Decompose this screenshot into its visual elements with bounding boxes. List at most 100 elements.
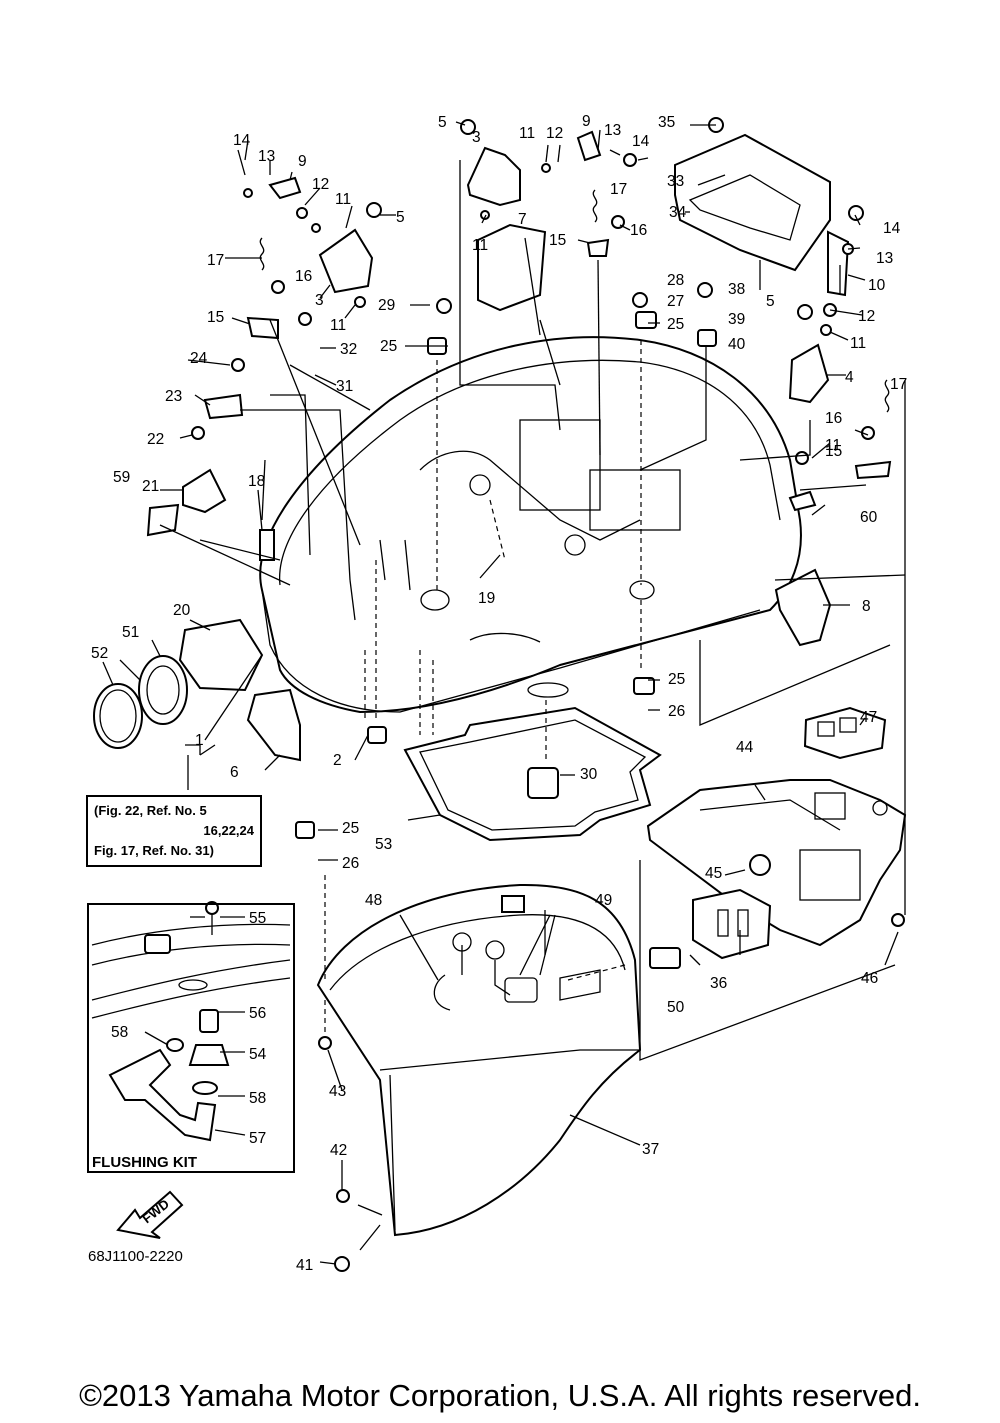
callout-32: 32 [340, 341, 357, 358]
callout-43: 43 [329, 1083, 346, 1100]
callout-10: 10 [868, 277, 886, 294]
callout-22: 22 [147, 431, 164, 448]
callout-15: 15 [825, 443, 842, 460]
callout-48: 48 [365, 892, 382, 909]
callout-16: 16 [630, 222, 647, 239]
callout-30: 30 [580, 766, 598, 783]
callout-17: 17 [610, 181, 627, 198]
callout-26: 26 [342, 855, 359, 872]
callout-23: 23 [165, 388, 182, 405]
callout-25: 25 [380, 338, 397, 355]
callout-16: 16 [295, 268, 312, 285]
callout-5: 5 [438, 114, 447, 131]
callout-labels: 1 2 3 3 4 5 5 5 6 7 8 9 9 10 11 11 11 11… [91, 113, 907, 1274]
callout-11: 11 [825, 437, 841, 454]
callout-11: 11 [850, 335, 866, 352]
callout-14: 14 [632, 133, 650, 150]
callout-5: 5 [766, 293, 775, 310]
callout-11: 11 [519, 125, 535, 142]
callout-5: 5 [396, 209, 405, 226]
callout-50: 50 [667, 999, 685, 1016]
callout-13: 13 [258, 148, 275, 165]
callout-44: 44 [736, 739, 754, 756]
callout-1: 1 [195, 732, 204, 749]
callout-36: 36 [710, 975, 727, 992]
callout-54: 54 [249, 1046, 267, 1063]
callout-12: 12 [546, 125, 563, 142]
callout-25: 25 [667, 316, 684, 333]
callout-11: 11 [330, 317, 346, 334]
callout-52: 52 [91, 645, 108, 662]
callout-2: 2 [333, 752, 342, 769]
callout-55: 55 [249, 910, 266, 927]
reference-note-line: (Fig. 22, Ref. No. 5 [94, 803, 207, 818]
callout-4: 4 [845, 369, 854, 386]
callout-9: 9 [582, 113, 591, 130]
callout-47: 47 [860, 709, 877, 726]
callout-60: 60 [860, 509, 878, 526]
callout-29: 29 [378, 297, 395, 314]
callout-45: 45 [705, 865, 722, 882]
callout-41: 41 [296, 1257, 313, 1274]
callout-42: 42 [330, 1142, 347, 1159]
callout-17: 17 [207, 252, 224, 269]
callout-19: 19 [478, 590, 495, 607]
callout-20: 20 [173, 602, 191, 619]
callout-40: 40 [728, 336, 746, 353]
callout-6: 6 [230, 764, 239, 781]
bracket-44 [646, 706, 907, 969]
callout-13: 13 [876, 250, 893, 267]
callout-33: 33 [667, 173, 684, 190]
callout-12: 12 [858, 308, 875, 325]
reference-note-line: 16,22,24 [203, 823, 254, 838]
callout-9: 9 [298, 153, 307, 170]
callout-8: 8 [862, 598, 871, 615]
callout-26: 26 [668, 703, 685, 720]
callout-57: 57 [249, 1130, 266, 1147]
callout-25: 25 [342, 820, 359, 837]
callout-14: 14 [233, 132, 251, 149]
cover-plate-34 [674, 133, 831, 272]
callout-59: 59 [113, 469, 130, 486]
diagram-code: 68J1100-2220 [88, 1248, 183, 1265]
gasket-53 [403, 706, 662, 842]
callout-37: 37 [642, 1141, 659, 1158]
callout-12: 12 [312, 176, 329, 193]
dashed-lines [324, 340, 642, 1035]
callout-13: 13 [604, 122, 621, 139]
callout-25: 25 [668, 671, 685, 688]
reference-note-line: Fig. 17, Ref. No. 31) [94, 843, 214, 858]
callout-34: 34 [669, 204, 687, 221]
callout-11: 11 [335, 191, 351, 208]
callout-24: 24 [190, 350, 208, 367]
flushing-kit-title: FLUSHING KIT [92, 1154, 197, 1171]
callout-16: 16 [825, 410, 842, 427]
callout-7: 7 [518, 211, 527, 228]
small-parts [93, 117, 905, 1272]
callout-17: 17 [890, 376, 907, 393]
callout-46: 46 [861, 970, 878, 987]
leader-lines [102, 121, 906, 1265]
callout-14: 14 [883, 220, 901, 237]
fwd-arrow: FWD [116, 1190, 184, 1239]
bottom-cowling [259, 336, 802, 714]
callout-51: 51 [122, 624, 139, 641]
callout-27: 27 [667, 293, 684, 310]
flushing-kit-drawing [91, 901, 291, 1142]
callout-35: 35 [658, 114, 675, 131]
callout-28: 28 [667, 272, 684, 289]
callout-21: 21 [142, 478, 159, 495]
lower-apron [316, 883, 642, 1237]
callout-15: 15 [549, 232, 566, 249]
callout-56: 56 [249, 1005, 266, 1022]
callout-3: 3 [315, 292, 324, 309]
callout-39: 39 [728, 311, 745, 328]
callout-31: 31 [336, 378, 353, 395]
callout-49: 49 [595, 892, 612, 909]
callout-11: 11 [472, 237, 488, 254]
callout-53: 53 [375, 836, 392, 853]
callout-15: 15 [207, 309, 224, 326]
callout-58: 58 [249, 1090, 266, 1107]
copyright-notice: ©2013 Yamaha Motor Corporation, U.S.A. A… [79, 1378, 921, 1413]
